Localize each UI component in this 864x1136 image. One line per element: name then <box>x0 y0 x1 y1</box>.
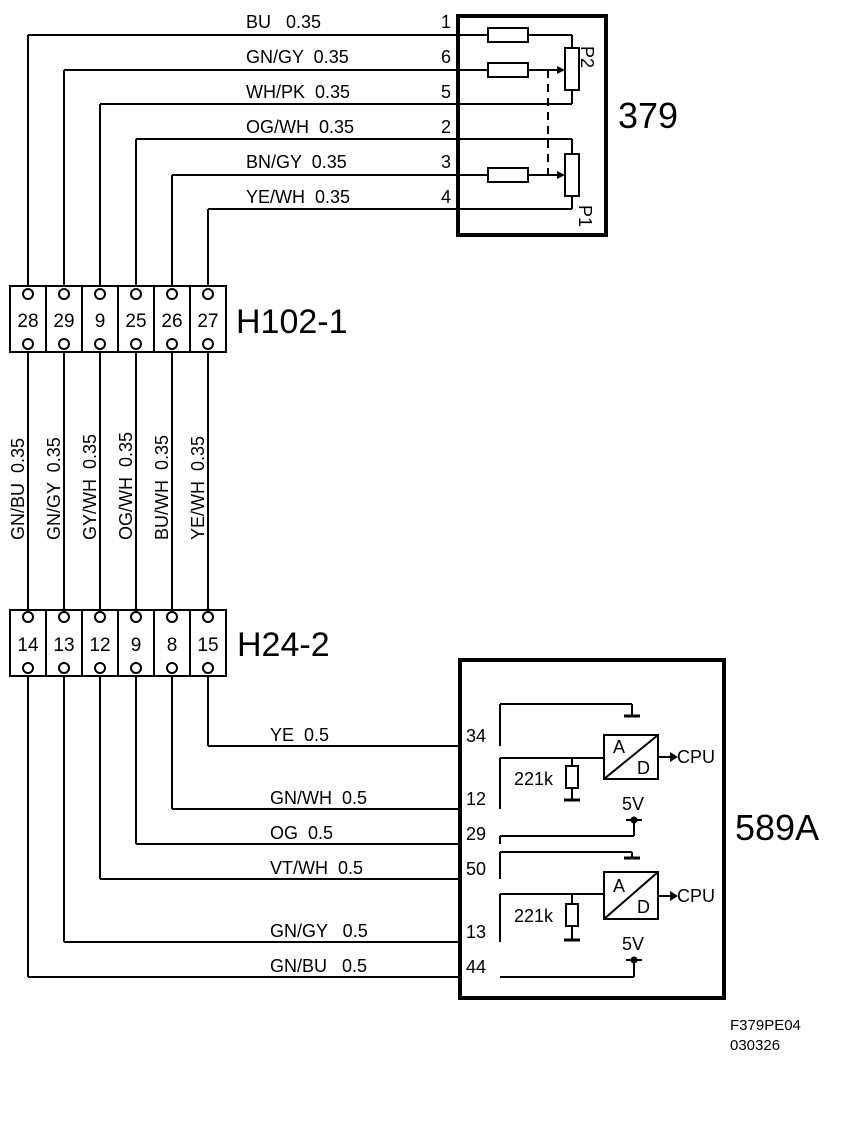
pin-589a-34: 34 <box>466 726 486 746</box>
pin-379-6: 6 <box>441 47 451 67</box>
vertical-wire-label: GN/GY 0.35 <box>44 437 64 540</box>
resistor-icon <box>565 765 579 789</box>
component-589a-wires <box>27 676 460 978</box>
h24-cell: 14 <box>17 635 39 656</box>
vertical-wire-label: BU/WH 0.35 <box>152 435 172 540</box>
wire-label-379-3: WH/PK 0.35 <box>246 82 350 102</box>
cpu-label-upper: CPU <box>677 747 715 767</box>
pin-589a-13: 13 <box>466 922 486 942</box>
component-379-internal <box>458 27 580 210</box>
pin-589a-50: 50 <box>466 859 486 879</box>
terminal-icon <box>22 288 214 350</box>
component-589a-label: 589A <box>735 807 819 848</box>
pin-379-1: 1 <box>441 12 451 32</box>
wire-label-379-2: GN/GY 0.35 <box>246 47 349 67</box>
vertical-wire-label: GY/WH 0.35 <box>80 434 100 540</box>
pin-379-4: 4 <box>441 187 451 207</box>
component-379-label: 379 <box>618 95 678 136</box>
adc-a-upper: A <box>613 737 625 757</box>
potentiometer-p2-icon <box>564 47 580 91</box>
vertical-wire-label: GN/BU 0.35 <box>8 438 28 540</box>
wire-label-589a-50: VT/WH 0.5 <box>270 858 363 878</box>
vertical-wire-label: YE/WH 0.35 <box>188 436 208 540</box>
connector-h24-2 <box>9 609 227 677</box>
component-589a-internal <box>499 703 678 978</box>
resistor-icon <box>565 903 579 927</box>
wire-label-589a-34: YE 0.5 <box>270 725 329 745</box>
wiper-arrow-icon <box>557 171 565 179</box>
h102-cell: 28 <box>17 311 38 332</box>
potentiometer-p1-icon <box>564 153 580 197</box>
wire-label-589a-29: OG 0.5 <box>270 823 333 843</box>
vertical-wire-label: OG/WH 0.35 <box>116 432 136 540</box>
adc-d-upper: D <box>637 758 650 778</box>
voltage-label-lower: 5V <box>622 934 644 954</box>
arrow-right-icon <box>670 891 678 901</box>
component-379-box <box>456 14 608 237</box>
connector-h24-label: H24-2 <box>237 626 330 664</box>
component-589a-box <box>458 658 726 1000</box>
wiper-arrow-icon <box>557 66 565 74</box>
pin-589a-12: 12 <box>466 789 486 809</box>
h102-cell: 29 <box>53 311 74 332</box>
pin-379-3: 3 <box>441 152 451 172</box>
wire-label-589a-13: GN/GY 0.5 <box>270 921 368 941</box>
pin-589a-44: 44 <box>466 957 486 977</box>
pot-label-p2: P2 <box>577 46 597 68</box>
h102-cell: 25 <box>125 311 146 332</box>
resistor-value-lower: 221k <box>514 906 554 926</box>
resistor-icon <box>487 27 529 43</box>
terminal-icon <box>22 611 214 674</box>
cpu-label-lower: CPU <box>677 886 715 906</box>
h24-cell: 12 <box>89 635 110 656</box>
adc-a-lower: A <box>613 876 625 896</box>
connector-h102-label: H102-1 <box>236 303 348 341</box>
interconnect-wires <box>27 352 209 612</box>
adc-d-lower: D <box>637 897 650 917</box>
pin-379-2: 2 <box>441 117 451 137</box>
wire-label-379-4: OG/WH 0.35 <box>246 117 354 137</box>
connector-h102-1 <box>9 285 227 353</box>
figure-date: 030326 <box>730 1037 780 1054</box>
h24-cell: 8 <box>167 635 178 656</box>
arrow-right-icon <box>670 752 678 762</box>
wire-label-379-5: BN/GY 0.35 <box>246 152 347 172</box>
pin-589a-29: 29 <box>466 824 486 844</box>
voltage-label-upper: 5V <box>622 794 644 814</box>
component-379-wires <box>27 34 458 290</box>
h24-cell: 13 <box>53 635 74 656</box>
figure-id: F379PE04 <box>730 1017 801 1034</box>
h102-cell: 26 <box>161 311 182 332</box>
h24-cell: 9 <box>131 635 142 656</box>
resistor-icon <box>487 167 529 183</box>
h24-cell: 15 <box>197 635 218 656</box>
pot-label-p1: P1 <box>575 205 595 227</box>
wire-label-589a-44: GN/BU 0.5 <box>270 956 367 976</box>
pin-379-5: 5 <box>441 82 451 102</box>
wire-label-589a-12: GN/WH 0.5 <box>270 788 367 808</box>
wire-label-379-1: BU 0.35 <box>246 12 321 32</box>
resistor-icon <box>487 62 529 78</box>
h102-cell: 9 <box>95 311 106 332</box>
resistor-value-upper: 221k <box>514 769 554 789</box>
h102-cell: 27 <box>197 311 218 332</box>
wire-label-379-6: YE/WH 0.35 <box>246 187 350 207</box>
